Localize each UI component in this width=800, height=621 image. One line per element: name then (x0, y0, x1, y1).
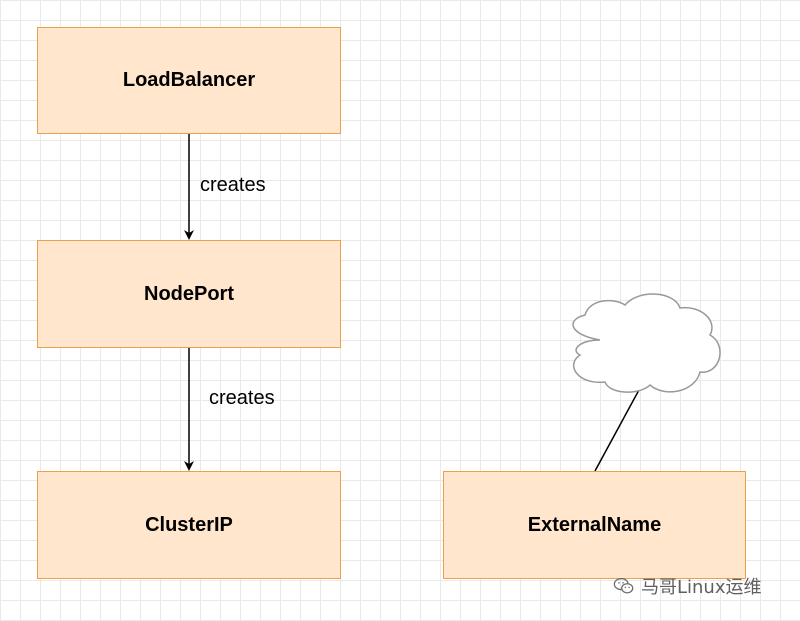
watermark: 马哥Linux运维 (613, 573, 762, 599)
node-node-port[interactable]: NodePort (37, 240, 341, 348)
node-label: LoadBalancer (122, 69, 256, 91)
node-label: ExternalName (527, 513, 662, 536)
node-label: NodePort (144, 282, 234, 305)
edge-ext-to-cloud (594, 375, 647, 472)
cloud-icon (572, 293, 721, 393)
wechat-icon (613, 578, 634, 594)
edge-label-creates-2: creates (209, 387, 275, 409)
node-label: ClusterIP (145, 513, 233, 536)
node-external-name[interactable]: ExternalName (443, 471, 746, 579)
node-load-balancer[interactable]: LoadBalancer (37, 27, 341, 134)
node-cluster-ip[interactable]: ClusterIP (37, 471, 341, 579)
edge-label-creates-1: creates (200, 174, 266, 196)
watermark-text: 马哥Linux运维 (641, 577, 762, 598)
